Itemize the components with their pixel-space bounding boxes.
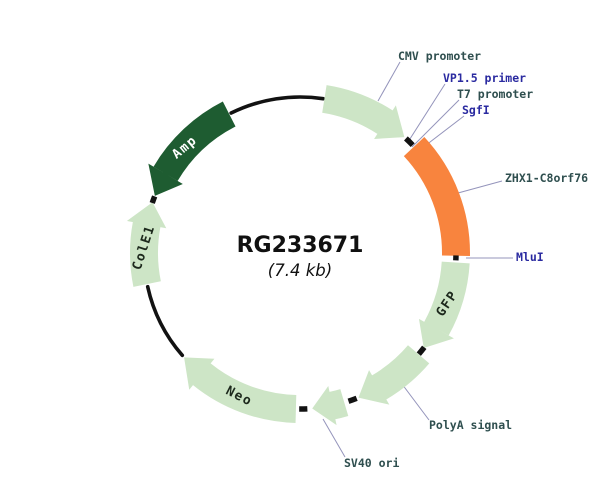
polya-sv40-tick	[347, 395, 358, 404]
plasmid-title: RG233671	[237, 233, 364, 258]
feature-neo	[184, 357, 297, 423]
feature-zhx1-c8orf76	[403, 137, 470, 256]
callout-label-vp1-5-primer: VP1.5 primer	[443, 71, 526, 85]
leader-line-zhx1-c8orf76	[457, 180, 503, 194]
gfp-polya-tick	[416, 345, 427, 356]
backbone-arc-top	[229, 95, 325, 115]
restriction-site-ticks	[149, 136, 459, 412]
callout-label-mlui: MluI	[516, 250, 544, 264]
leader-line-vp1-5-primer	[407, 83, 446, 143]
feature-gfp	[418, 261, 470, 348]
leader-line-polya-signal	[401, 383, 430, 421]
callout-label-polya-signal: PolyA signal	[429, 418, 512, 432]
feature-amp	[148, 101, 236, 196]
feature-polya-signal	[358, 345, 430, 405]
plasmid-backbone	[145, 95, 325, 358]
leader-line-cmv-promoter	[377, 61, 401, 102]
sgfi-site-tick	[404, 136, 415, 148]
feature-cole1	[126, 202, 167, 287]
callout-label-sgfi: SgfI	[462, 103, 490, 117]
plasmid-features	[126, 85, 470, 426]
feature-cmv-promoter	[322, 85, 405, 139]
leader-line-sv40-ori	[322, 418, 346, 458]
leader-line-t7-promoter	[411, 99, 460, 148]
callout-label-t7-promoter: T7 promoter	[457, 87, 533, 101]
cole1-amp-tick	[149, 195, 158, 204]
feature-sv40-ori	[312, 386, 349, 426]
callout-label-zhx1-c8orf76: ZHX1-C8orf76	[505, 171, 588, 185]
plasmid-size: (7.4 kb)	[268, 261, 332, 280]
callout-label-sv40-ori: SV40 ori	[344, 456, 399, 470]
backbone-arc-bottom-left	[145, 284, 185, 358]
callout-label-cmv-promoter: CMV promoter	[398, 49, 481, 63]
